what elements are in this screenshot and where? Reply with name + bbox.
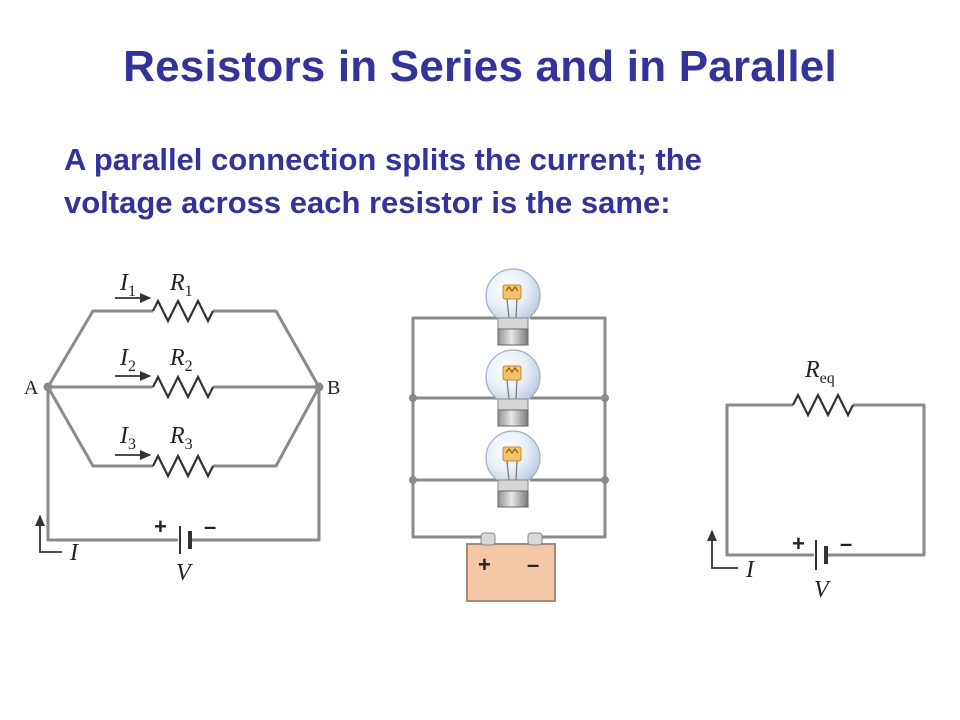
equivalent-current-arrow — [706, 529, 738, 569]
equivalent-current-label: I — [745, 557, 755, 583]
node-a-dot — [43, 382, 53, 392]
bulb-circuit: + – — [409, 268, 609, 602]
equivalent-circuit: Req + – V I — [706, 357, 926, 603]
resistor-req — [792, 392, 854, 418]
branch-1-current-label: I1 — [119, 270, 136, 300]
parallel-circuit: A B I1 R1 I2 R2 I3 R3 + – V I — [24, 270, 340, 586]
battery-voltage-label: V — [176, 560, 193, 586]
branch-3-current-label: I3 — [119, 423, 136, 453]
equivalent-voltage-label: V — [814, 577, 831, 603]
light-bulb-icon — [485, 349, 541, 427]
light-bulb-icon — [485, 430, 541, 508]
total-current-label: I — [69, 540, 79, 566]
slide-subtitle: A parallel connection splits the current… — [64, 138, 884, 224]
branch-1-labels: I1 R1 — [115, 270, 193, 304]
branch-3-resistor-label: R3 — [169, 423, 193, 453]
node-a-label: A — [24, 377, 39, 399]
battery-box-minus-sign: – — [527, 552, 539, 577]
node-b-label: B — [327, 377, 340, 399]
battery-box-icon — [466, 532, 556, 602]
battery-box-plus-sign: + — [478, 552, 491, 577]
branch-2-labels: I2 R2 — [115, 345, 193, 382]
resistor-r3 — [152, 453, 214, 479]
resistor-zigzags — [152, 298, 214, 479]
node-dots — [43, 382, 324, 392]
battery-symbol — [178, 526, 192, 554]
battery-plus-sign: + — [154, 514, 167, 539]
equivalent-battery-minus-sign: – — [840, 531, 852, 556]
resistor-r1 — [152, 298, 214, 324]
subtitle-line-1: A parallel connection splits the current… — [64, 142, 702, 177]
branch-3-labels: I3 R3 — [115, 423, 193, 461]
bulb-circuit-wires — [411, 316, 607, 539]
light-bulb-icon — [485, 268, 541, 346]
node-b-dot — [314, 382, 324, 392]
bulb-circuit-nodes — [409, 394, 609, 484]
slide-title: Resistors in Series and in Parallel — [123, 42, 837, 91]
branch-2-current-label: I2 — [119, 345, 136, 375]
resistor-r2 — [152, 374, 214, 400]
equivalent-battery-plus-sign: + — [792, 531, 805, 556]
equivalent-wires — [725, 403, 926, 557]
branch-1-resistor-label: R1 — [169, 270, 193, 300]
subtitle-line-2: voltage across each resistor is the same… — [64, 185, 671, 220]
parallel-wires — [46, 309, 321, 542]
battery-minus-sign: – — [204, 514, 216, 539]
branch-2-resistor-label: R2 — [169, 345, 193, 375]
equivalent-resistor-label: Req — [804, 357, 835, 387]
total-current-arrow — [34, 514, 62, 553]
equivalent-battery-symbol — [814, 540, 828, 570]
